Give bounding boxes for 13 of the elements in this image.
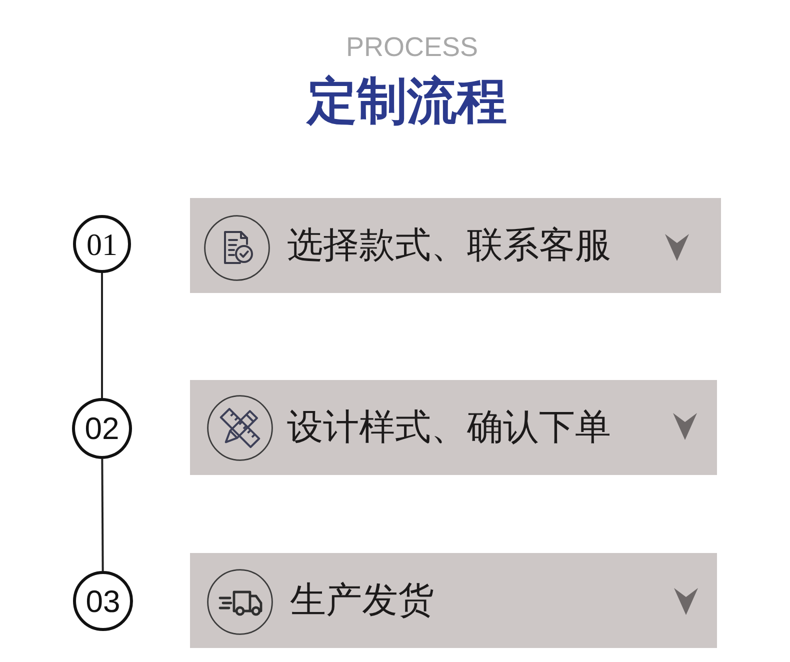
step-label: 选择款式、联系客服 <box>287 228 611 264</box>
connector-line <box>101 459 104 571</box>
connector-line <box>101 273 103 398</box>
number-circle: 02 <box>72 398 132 459</box>
step-label: 设计样式、确认下单 <box>287 410 611 446</box>
step-label: 生产发货 <box>290 582 434 618</box>
number-circle: 01 <box>73 215 131 273</box>
title: 定制流程 <box>307 76 507 126</box>
subtitle: PROCESS <box>346 34 478 61</box>
step-bar <box>190 553 717 648</box>
number-circle: 03 <box>73 571 133 631</box>
step-bar <box>190 380 717 475</box>
step-bar <box>190 198 721 293</box>
